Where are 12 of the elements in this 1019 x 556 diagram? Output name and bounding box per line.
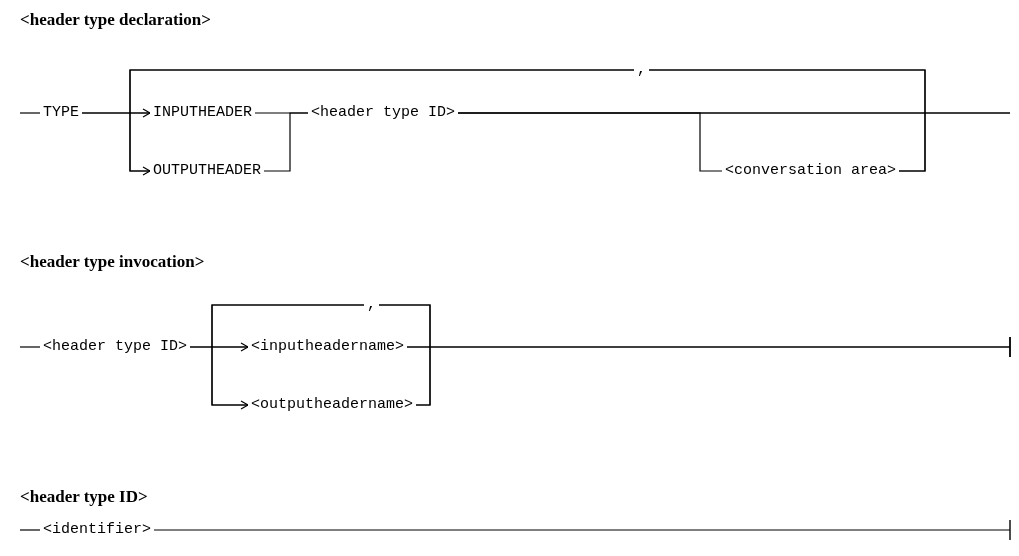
syntax-line	[153, 519, 1011, 541]
syntax-line	[129, 69, 635, 176]
syntax-line	[648, 69, 926, 172]
syntax-line	[19, 529, 41, 531]
section-heading: <header type ID>	[20, 487, 148, 507]
syntax-line	[378, 304, 431, 406]
syntax-line	[19, 112, 41, 114]
syntax-line	[263, 112, 309, 172]
syntax-line	[19, 346, 41, 348]
syntax-line	[211, 304, 365, 410]
section-heading: <header type invocation>	[20, 252, 205, 272]
section-heading: <header type declaration>	[20, 10, 211, 30]
